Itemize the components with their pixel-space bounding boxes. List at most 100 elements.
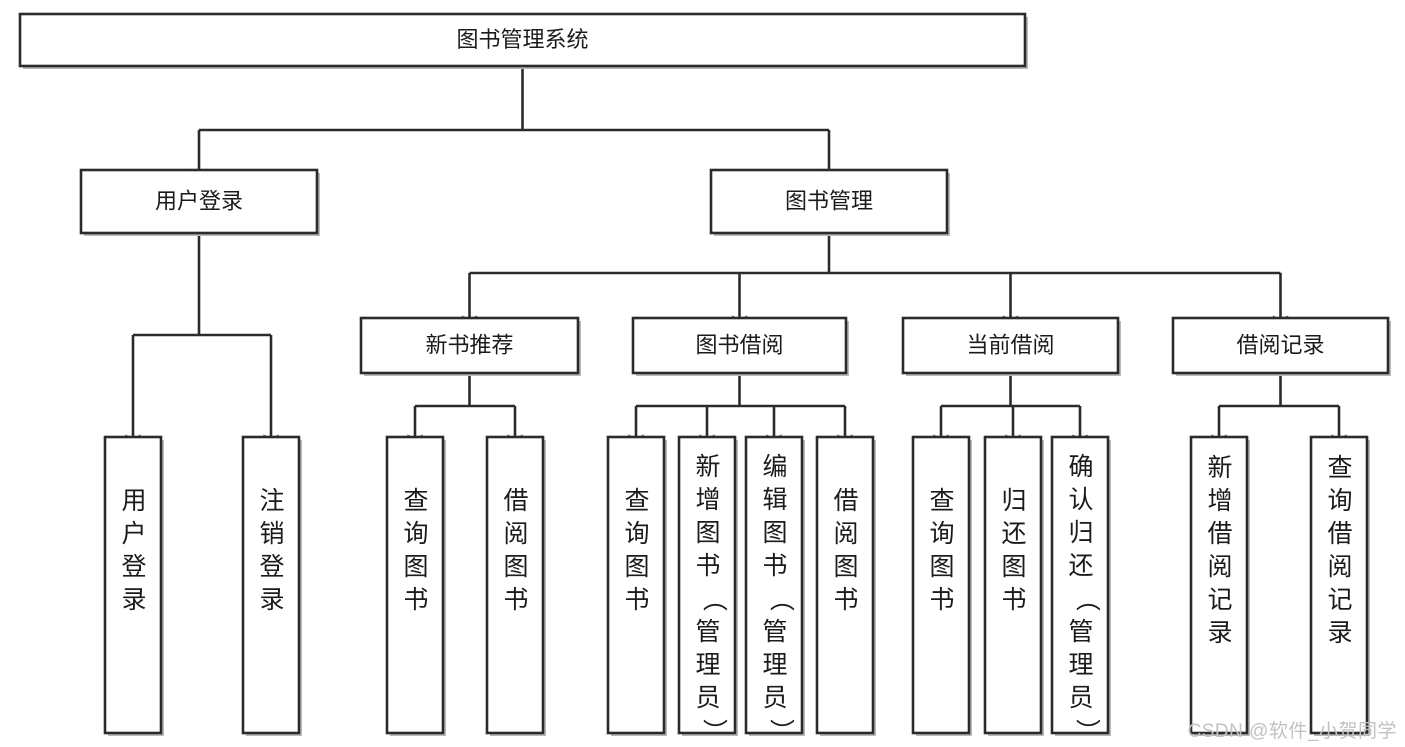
leaf-label-char: 借 [1327,520,1352,548]
leaf-label-char: 录 [121,586,146,614]
leaf-label-char: 员 [1068,684,1093,712]
leaf-label-char: 认 [1068,486,1093,514]
leaf-label-char: 书 [929,586,954,614]
leaf-label-char: 管 [1068,618,1093,646]
leaf-label-char: 销 [259,520,284,548]
node-leaf-return-book[interactable]: 归还图书归还图书 [983,435,1044,736]
node-new-book-recommend[interactable]: 新书推荐 [359,316,581,376]
leaf-label-char: 图 [695,519,720,547]
leaf-label-char: 图 [403,553,428,581]
leaf-label-char: 图 [1001,553,1026,581]
leaf-label-char: 书 [403,586,428,614]
node-label: 图书管理系统 [456,27,588,52]
leaf-label-char: ） [767,718,795,743]
leaf-label-char: 录 [259,586,284,614]
node-borrow-record[interactable]: 借阅记录 [1171,316,1391,376]
leaf-label-char: 查 [1327,454,1352,482]
node-layer: 图书管理系统用户登录图书管理新书推荐图书借阅当前借阅借阅记录用户登录用户登录注销… [18,12,1391,744]
leaf-label-char: （ [1073,586,1101,611]
leaf-label-char: 图 [929,553,954,581]
leaf-label-char: 借 [503,487,528,515]
node-leaf-query-book-2[interactable]: 查询图书查询图书 [606,435,667,736]
leaf-label-char: 登 [121,553,146,581]
leaf-label-char: （ [767,586,795,611]
node-leaf-query-borrow-record[interactable]: 查询借阅记录查询借阅记录 [1309,435,1370,736]
leaf-label-char: 录 [1327,619,1352,647]
leaf-label-char: 阅 [503,520,528,548]
leaf-label-char: 阅 [833,520,858,548]
csdn-watermark: CSDN @软件_小贺同学 [1187,721,1397,742]
leaf-label-char: ） [700,718,728,743]
node-current-borrow[interactable]: 当前借阅 [901,316,1121,376]
node-leaf-borrow-book-1[interactable]: 借阅图书借阅图书 [485,435,546,736]
node-root-图书管理系统[interactable]: 图书管理系统 [18,12,1028,69]
leaf-label-char: 员 [762,684,787,712]
node-label: 图书借阅 [695,332,783,357]
node-label: 新书推荐 [425,332,513,357]
node-user-login[interactable]: 用户登录 [79,168,320,236]
leaf-label-char: 管 [762,618,787,646]
leaf-label-char: 书 [762,552,787,580]
leaf-label-char: 登 [259,553,284,581]
leaf-label-char: 阅 [1207,553,1232,581]
leaf-label-char: 理 [762,651,787,679]
leaf-label-char: 图 [624,553,649,581]
leaf-label-char: 图 [833,553,858,581]
node-leaf-user-login[interactable]: 用户登录用户登录 [103,435,164,736]
leaf-label-char: 户 [121,520,146,548]
leaf-label-char: 注 [259,487,284,515]
leaf-label-char: 借 [1207,520,1232,548]
leaf-label-char: 还 [1001,520,1026,548]
leaf-label-char: 询 [1327,487,1352,515]
node-book-management[interactable]: 图书管理 [709,168,950,236]
leaf-label-char: 阅 [1327,553,1352,581]
leaf-label-char: 书 [1001,586,1026,614]
leaf-label-char: 辑 [762,486,787,514]
leaf-label-char: 新 [1207,454,1232,482]
leaf-label-char: 询 [929,520,954,548]
leaf-label-char: ） [1073,718,1101,743]
leaf-label-char: 确 [1068,453,1093,481]
leaf-label-char: （ [700,586,728,611]
leaf-label-char: 用 [121,487,146,515]
node-book-borrow[interactable]: 图书借阅 [631,316,849,376]
leaf-label-char: 图 [762,519,787,547]
leaf-label-char: 查 [929,487,954,515]
leaf-label-char: 记 [1207,586,1232,614]
node-leaf-add-borrow-record[interactable]: 新增借阅记录新增借阅记录 [1189,435,1250,736]
leaf-label-char: 编 [762,453,787,481]
leaf-label-char: 归 [1068,519,1093,547]
leaf-label-char: 查 [624,487,649,515]
leaf-label-char: 增 [1207,487,1232,515]
leaf-label-char: 书 [624,586,649,614]
node-label: 借阅记录 [1236,332,1324,357]
node-leaf-query-book-3[interactable]: 查询图书查询图书 [911,435,972,736]
leaf-label-char: 新 [695,453,720,481]
leaf-label-char: 书 [503,586,528,614]
leaf-label-char: 询 [403,520,428,548]
leaf-label-char: 员 [695,684,720,712]
leaf-label-char: 录 [1207,619,1232,647]
leaf-label-char: 理 [1068,651,1093,679]
leaf-label-char: 增 [695,486,720,514]
node-label: 当前借阅 [966,332,1054,357]
leaf-label-char: 管 [695,618,720,646]
node-leaf-logout-login[interactable]: 注销登录注销登录 [241,435,302,736]
leaf-label-char: 理 [695,651,720,679]
leaf-label-char: 归 [1001,487,1026,515]
node-label: 用户登录 [155,188,243,213]
leaf-label-char: 书 [833,586,858,614]
node-leaf-borrow-book-2[interactable]: 借阅图书借阅图书 [815,435,876,736]
leaf-label-char: 记 [1327,586,1352,614]
node-label: 图书管理 [785,188,873,213]
leaf-label-char: 借 [833,487,858,515]
leaf-label-char: 图 [503,553,528,581]
connector-layer [125,66,1347,448]
node-leaf-query-book-1[interactable]: 查询图书查询图书 [385,435,446,736]
leaf-label-char: 书 [695,552,720,580]
leaf-label-char: 询 [624,520,649,548]
